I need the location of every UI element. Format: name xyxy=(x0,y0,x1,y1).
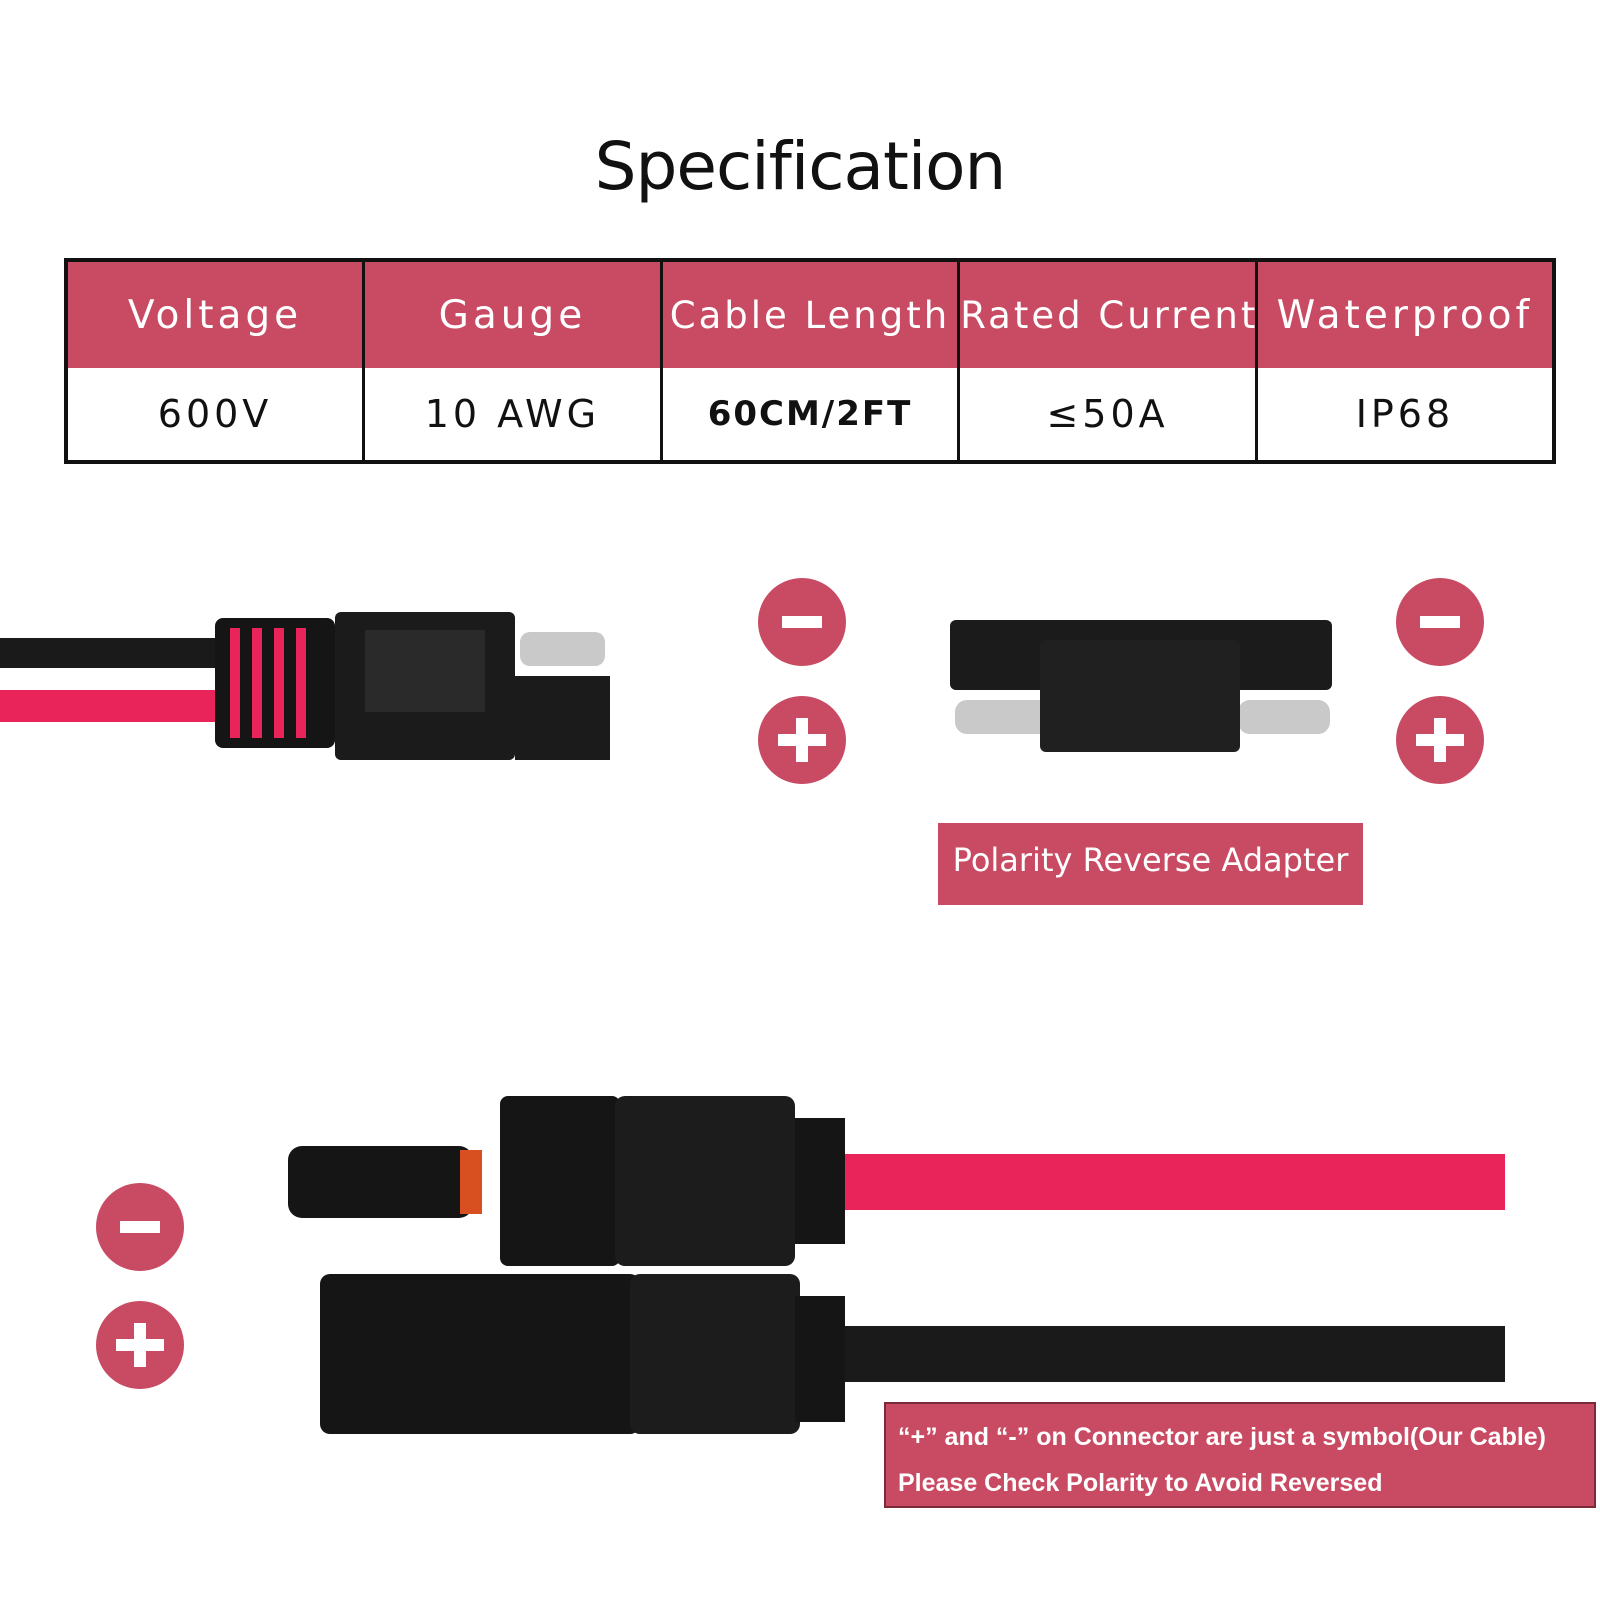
spec-header-gauge: Gauge xyxy=(362,260,662,368)
spec-header-rated-current: Rated Current xyxy=(957,260,1257,368)
minus-icon xyxy=(758,578,846,666)
spec-value-waterproof: IP68 xyxy=(1254,368,1554,462)
spec-header-cable-length: Cable Length xyxy=(659,260,959,368)
spec-header-voltage: Voltage xyxy=(66,260,364,368)
plus-icon xyxy=(96,1301,184,1389)
polarity-note: “+” and “-” on Connector are just a symb… xyxy=(884,1402,1596,1508)
polarity-note-line1: “+” and “-” on Connector are just a symb… xyxy=(898,1423,1547,1451)
plus-icon xyxy=(758,696,846,784)
spec-header-waterproof: Waterproof xyxy=(1254,260,1554,368)
spec-value-rated-current: ≤50A xyxy=(957,368,1257,462)
mc4-connectors xyxy=(288,1096,1505,1434)
sae-cable xyxy=(0,612,610,760)
spec-value-row: 600V 10 AWG 60CM/2FT ≤50A IP68 xyxy=(66,368,1554,462)
polarity-reverse-adapter xyxy=(950,620,1332,752)
adapter-label: Polarity Reverse Adapter xyxy=(938,823,1363,905)
specification-table: Voltage Gauge Cable Length Rated Current… xyxy=(64,258,1556,464)
page-title: Specification xyxy=(594,128,1007,205)
minus-icon xyxy=(96,1183,184,1271)
spec-value-gauge: 10 AWG xyxy=(362,368,662,462)
spec-value-voltage: 600V xyxy=(66,368,364,462)
spec-value-cable-length: 60CM/2FT xyxy=(659,368,959,462)
plus-icon xyxy=(1396,696,1484,784)
spec-header-row: Voltage Gauge Cable Length Rated Current… xyxy=(66,260,1554,368)
minus-icon xyxy=(1396,578,1484,666)
polarity-note-line2: Please Check Polarity to Avoid Reversed xyxy=(898,1469,1383,1497)
